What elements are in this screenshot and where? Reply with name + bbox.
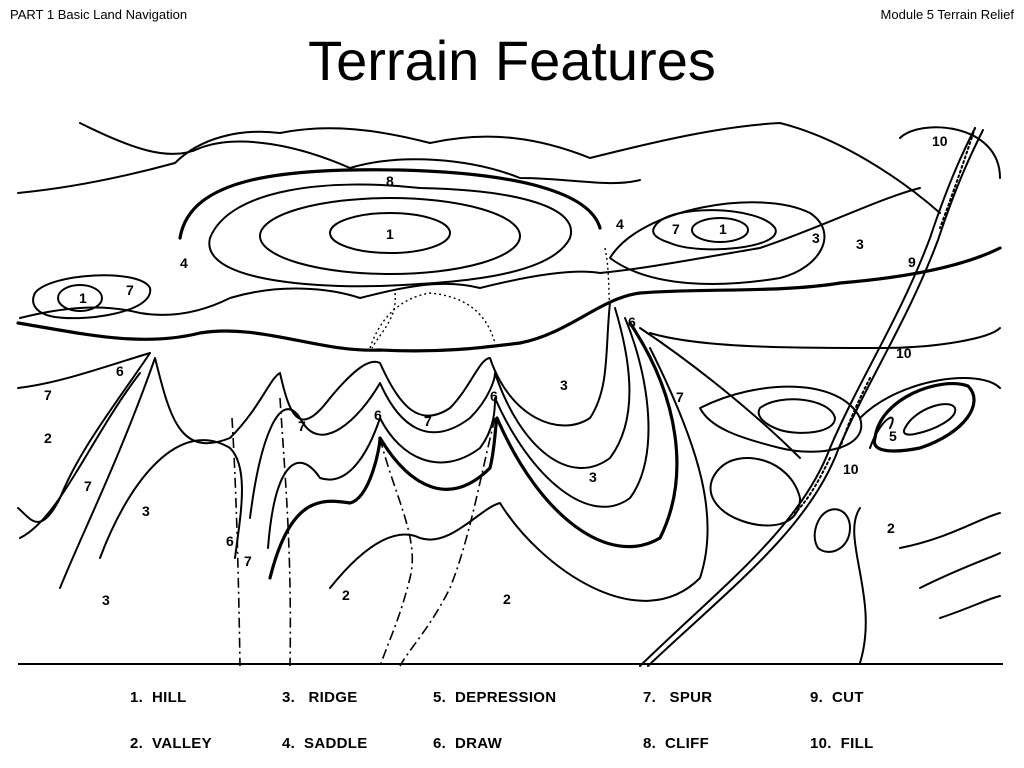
label-ridge: 3 bbox=[589, 469, 597, 485]
drainage-line bbox=[399, 417, 496, 667]
contour-line bbox=[639, 327, 801, 459]
hill-contour bbox=[691, 217, 749, 243]
fill-hachure bbox=[839, 377, 871, 449]
contour-line bbox=[32, 274, 152, 320]
fill-hachure bbox=[939, 127, 976, 229]
fill-hachure bbox=[794, 457, 831, 514]
contour-line bbox=[268, 321, 679, 580]
legend-item-draw: 6. DRAW bbox=[433, 735, 503, 752]
contour-line bbox=[699, 385, 863, 453]
label-fill: 10 bbox=[932, 133, 948, 149]
road-line bbox=[639, 127, 976, 667]
label-ridge: 3 bbox=[560, 377, 568, 393]
label-saddle: 4 bbox=[616, 216, 624, 232]
label-fill: 10 bbox=[843, 461, 859, 477]
drainage-line bbox=[279, 397, 292, 667]
label-hill: 1 bbox=[79, 290, 87, 306]
label-spur: 7 bbox=[126, 282, 134, 298]
contour-line bbox=[19, 372, 141, 539]
contour-line bbox=[19, 187, 921, 319]
contour-line bbox=[709, 457, 801, 527]
label-hill: 1 bbox=[719, 221, 727, 237]
contour-line bbox=[919, 552, 1001, 589]
hill-contour bbox=[329, 212, 451, 254]
header-right-text: Module 5 Terrain Relief bbox=[880, 7, 1014, 22]
label-ridge: 3 bbox=[102, 592, 110, 608]
header-left-text: PART 1 Basic Land Navigation bbox=[10, 7, 188, 22]
legend-item-cliff: 8. CLIFF bbox=[643, 735, 710, 752]
contour-line bbox=[899, 126, 1001, 179]
label-valley: 2 bbox=[887, 520, 895, 536]
contour-line bbox=[609, 201, 826, 285]
contour-line bbox=[59, 302, 611, 589]
contour-line bbox=[757, 398, 836, 434]
legend-item-ridge: 3. RIDGE bbox=[282, 689, 358, 706]
contour-line bbox=[249, 307, 631, 519]
hill-contour bbox=[57, 284, 103, 312]
road-line bbox=[647, 129, 984, 667]
depression-contour bbox=[872, 382, 976, 453]
label-spur: 7 bbox=[672, 221, 680, 237]
drainage-line bbox=[379, 437, 414, 667]
label-ridge: 3 bbox=[812, 230, 820, 246]
label-valley: 2 bbox=[44, 430, 52, 446]
label-spur: 7 bbox=[676, 389, 684, 405]
saddle-trail bbox=[371, 292, 396, 349]
label-ridge: 3 bbox=[142, 503, 150, 519]
hill-contour bbox=[259, 197, 521, 275]
label-valley: 2 bbox=[503, 591, 511, 607]
label-spur: 7 bbox=[244, 553, 252, 569]
legend-item-spur: 7. SPUR bbox=[643, 689, 713, 706]
contour-line bbox=[17, 122, 941, 214]
contour-line bbox=[649, 327, 1001, 349]
label-saddle: 4 bbox=[180, 255, 188, 271]
saddle-trail bbox=[604, 247, 611, 309]
contour-line bbox=[79, 122, 641, 185]
label-cliff: 8 bbox=[386, 173, 394, 189]
depression-contour bbox=[902, 403, 957, 436]
legend-item-cut: 9. CUT bbox=[810, 689, 864, 706]
legend-item-hill: 1. HILL bbox=[130, 689, 187, 706]
label-hill: 1 bbox=[386, 226, 394, 242]
contour-line bbox=[329, 347, 709, 602]
contour-line bbox=[853, 507, 867, 664]
label-spur: 7 bbox=[44, 387, 52, 403]
contour-line bbox=[899, 512, 1001, 549]
legend-item-fill: 10. FILL bbox=[810, 735, 874, 752]
label-cut: 9 bbox=[908, 254, 916, 270]
drainage-line bbox=[231, 417, 241, 667]
label-spur: 7 bbox=[84, 478, 92, 494]
label-draw: 6 bbox=[628, 314, 636, 330]
contour-line bbox=[267, 317, 650, 549]
label-spur: 7 bbox=[298, 418, 306, 434]
terrain-contour-map: 1 1 1 8 4 4 7 7 7 7 7 7 7 7 3 3 3 3 3 3 … bbox=[16, 122, 1003, 667]
saddle-trail bbox=[369, 292, 496, 349]
legend-item-depression: 5. DEPRESSION bbox=[433, 689, 557, 706]
contour-line bbox=[99, 439, 243, 559]
cliff-contour bbox=[178, 168, 602, 240]
label-draw: 6 bbox=[226, 533, 234, 549]
contour-line bbox=[16, 246, 1002, 353]
contour-line bbox=[813, 508, 851, 553]
label-depression: 5 bbox=[889, 428, 897, 444]
legend-item-valley: 2. VALLEY bbox=[130, 735, 212, 752]
contour-line bbox=[859, 377, 1001, 419]
label-fill: 10 bbox=[896, 345, 912, 361]
contour-line bbox=[652, 209, 777, 251]
label-spur: 7 bbox=[424, 413, 432, 429]
label-draw: 6 bbox=[374, 407, 382, 423]
label-draw: 6 bbox=[116, 363, 124, 379]
page-title: Terrain Features bbox=[308, 29, 716, 92]
label-ridge: 3 bbox=[856, 236, 864, 252]
contour-line bbox=[939, 595, 1001, 619]
label-valley: 2 bbox=[342, 587, 350, 603]
contour-line bbox=[208, 183, 573, 288]
legend-item-saddle: 4. SADDLE bbox=[282, 735, 368, 752]
label-draw: 6 bbox=[490, 388, 498, 404]
